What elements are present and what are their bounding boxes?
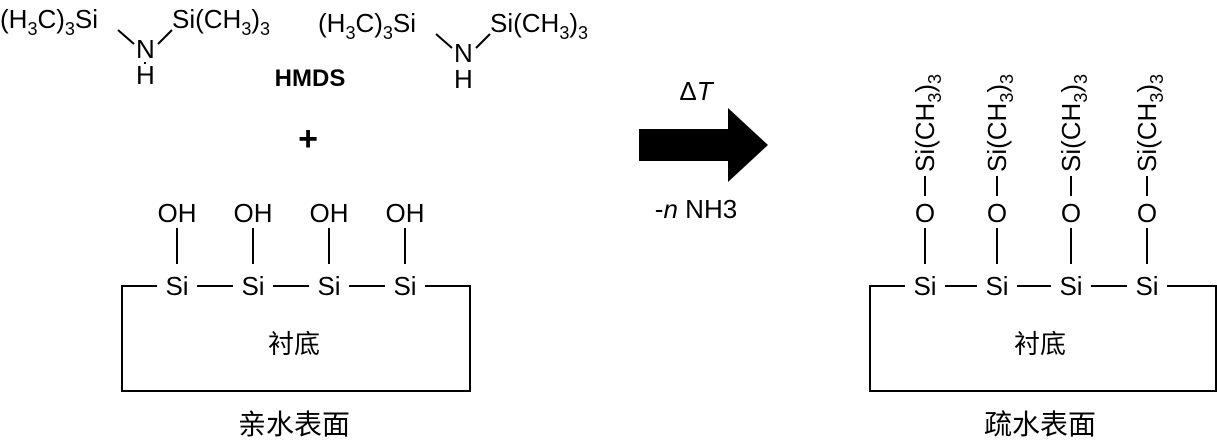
heat-delta: Δ xyxy=(679,76,696,106)
hmds2-bond-left xyxy=(435,33,453,49)
byproduct-nh3: NH3 xyxy=(685,194,737,224)
hmds2-left-group: (H3C)3Si xyxy=(318,8,416,43)
hmds-label: HMDS xyxy=(275,65,346,92)
si-atom-r1: Si xyxy=(913,271,936,301)
substrate-box-before xyxy=(121,285,471,392)
reaction-arrow xyxy=(639,108,768,182)
oh-group-3: OH xyxy=(310,198,349,228)
si-atom-1: Si xyxy=(165,271,188,301)
byproduct-label: -n NH3 xyxy=(655,194,737,224)
hmds2-nitrogen: N xyxy=(454,38,473,68)
hmds1-bond-right xyxy=(157,29,173,45)
caption-hydrophilic: 亲水表面 xyxy=(238,409,350,440)
hmds1-nitrogen: N xyxy=(136,34,155,64)
si-atom-4: Si xyxy=(393,271,416,301)
tms-group-3: Si(CH3)3 xyxy=(1056,74,1091,172)
oh-group-4: OH xyxy=(386,198,425,228)
o-atom-4: O xyxy=(1137,198,1157,228)
byproduct-n: n xyxy=(663,194,677,224)
heat-label: ΔT xyxy=(679,76,714,106)
si-atom-3: Si xyxy=(317,271,340,301)
si-atom-r3: Si xyxy=(1059,271,1082,301)
oh-group-2: OH xyxy=(234,198,273,228)
hmds-molecule-2: (H3C)3Si N Si(CH3)3 H xyxy=(318,8,588,94)
hmds1-left-group: (H3C)3Si xyxy=(0,4,98,39)
substrate-label-after: 衬底 xyxy=(1014,329,1066,359)
caption-hydrophobic: 疏水表面 xyxy=(984,409,1096,440)
hmds2-bond-right xyxy=(475,33,491,49)
reaction-arrow-group: ΔT -n NH3 xyxy=(639,76,768,224)
hmds1-right-group: Si(CH3)3 xyxy=(172,4,270,39)
hmds2-hydrogen: H xyxy=(454,64,473,94)
substrate-before: OH OH OH OH Si Si Si Si 衬底 xyxy=(121,198,471,392)
o-atom-3: O xyxy=(1061,198,1081,228)
substrate-after: Si(CH3)3 Si(CH3)3 Si(CH3)3 Si(CH3)3 O O … xyxy=(869,74,1217,392)
oh-group-1: OH xyxy=(158,198,197,228)
hmds1-hydrogen: H xyxy=(136,60,155,90)
o-atom-1: O xyxy=(915,198,935,228)
plus-sign: + xyxy=(298,120,318,158)
si-atom-r4: Si xyxy=(1135,271,1158,301)
o-atom-2: O xyxy=(987,198,1007,228)
substrate-box-after xyxy=(869,285,1217,392)
heat-t: T xyxy=(697,76,715,106)
si-atom-r2: Si xyxy=(985,271,1008,301)
substrate-label-before: 衬底 xyxy=(268,329,320,359)
tms-group-1: Si(CH3)3 xyxy=(910,74,945,172)
tms-group-2: Si(CH3)3 xyxy=(982,74,1017,172)
hmds1-bond-left xyxy=(117,29,135,45)
tms-group-4: Si(CH3)3 xyxy=(1132,74,1167,172)
hmds2-right-group: Si(CH3)3 xyxy=(490,8,588,43)
hmds-molecule-1: (H3C)3Si N Si(CH3)3 H xyxy=(0,4,270,90)
si-atom-2: Si xyxy=(241,271,264,301)
